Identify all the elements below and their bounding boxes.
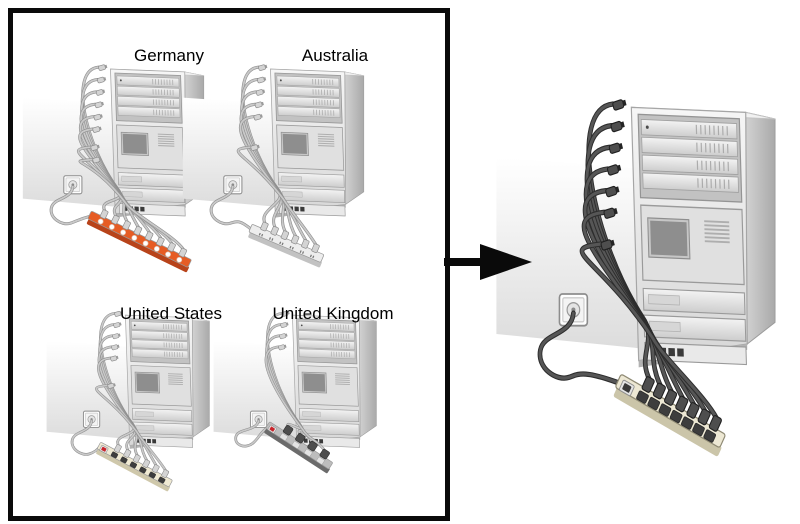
figure-label-australia: Australia	[301, 46, 369, 65]
figure-label-united-states: United States	[119, 304, 223, 323]
figure-label-united-kingdom: United Kingdom	[272, 304, 394, 323]
server-powerstrip-illustration-australia	[182, 64, 365, 268]
server-powerstrip-illustration-united-states	[46, 310, 210, 492]
figure-label-germany: Germany	[134, 46, 204, 65]
server-powerstrip-illustration-united-kingdom	[213, 310, 377, 474]
arrow-right-icon	[444, 244, 532, 280]
server-powerstrip-illustration-result	[496, 99, 776, 457]
